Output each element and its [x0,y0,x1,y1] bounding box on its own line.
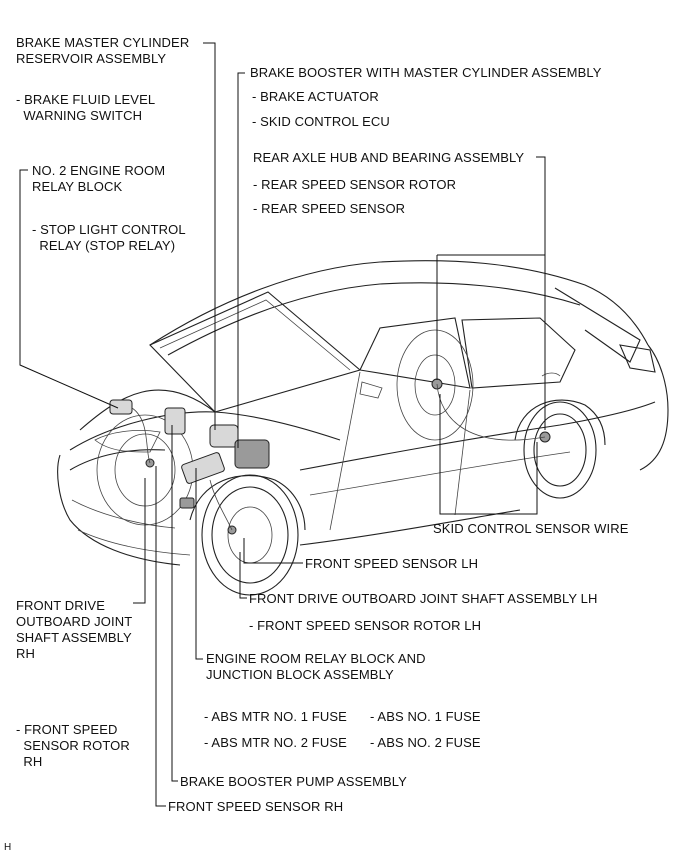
label-front-speed-sensor-rotor-lh: - FRONT SPEED SENSOR ROTOR LH [249,618,482,633]
label-front-drive-shaft-lh: FRONT DRIVE OUTBOARD JOINT SHAFT ASSEMBL… [249,591,598,606]
label-rear-axle-hub: REAR AXLE HUB AND BEARING ASSEMBLY [253,150,525,165]
relay-block-2-part [109,399,133,415]
label-no2-relay-block: NO. 2 ENGINE ROOM RELAY BLOCK [32,163,166,194]
car-illustration [57,260,669,596]
label-brake-booster-pump: BRAKE BOOSTER PUMP ASSEMBLY [180,774,407,789]
label-abs-no2-fuse: - ABS NO. 2 FUSE [370,735,481,750]
label-stop-light-relay: - STOP LIGHT CONTROL RELAY (STOP RELAY) [32,222,186,253]
label-front-speed-sensor-rh: FRONT SPEED SENSOR RH [168,799,344,814]
label-booster-master-cylinder: BRAKE BOOSTER WITH MASTER CYLINDER ASSEM… [250,65,602,80]
label-skid-control-sensor-wire: SKID CONTROL SENSOR WIRE [433,521,629,536]
brake-actuator-part [234,439,270,469]
label-abs-mtr-no1-fuse: - ABS MTR NO. 1 FUSE [204,709,347,724]
label-front-speed-sensor-lh: FRONT SPEED SENSOR LH [305,556,479,571]
label-front-speed-sensor-rotor-rh: - FRONT SPEED SENSOR ROTOR RH [16,722,130,769]
label-skid-control-ecu: - SKID CONTROL ECU [252,114,390,129]
engine-room-relay-block-part [181,452,225,484]
label-master-cylinder-reservoir: BRAKE MASTER CYLINDER RESERVOIR ASSEMBLY [16,35,190,66]
label-front-drive-shaft-rh: FRONT DRIVE OUTBOARD JOINT SHAFT ASSEMBL… [16,598,133,661]
figure-code: H [4,842,12,853]
label-brake-actuator: - BRAKE ACTUATOR [252,89,379,104]
label-rear-speed-sensor-rotor: - REAR SPEED SENSOR ROTOR [253,177,457,192]
label-fluid-level-switch: - BRAKE FLUID LEVEL WARNING SWITCH [16,92,156,123]
label-engine-room-relay-block: ENGINE ROOM RELAY BLOCK AND JUNCTION BLO… [206,651,426,682]
leader-lines [19,42,546,807]
label-rear-speed-sensor: - REAR SPEED SENSOR [253,201,406,216]
label-abs-mtr-no2-fuse: - ABS MTR NO. 2 FUSE [204,735,347,750]
master-cyl-reservoir-part [209,424,239,448]
label-abs-no1-fuse: - ABS NO. 1 FUSE [370,709,481,724]
